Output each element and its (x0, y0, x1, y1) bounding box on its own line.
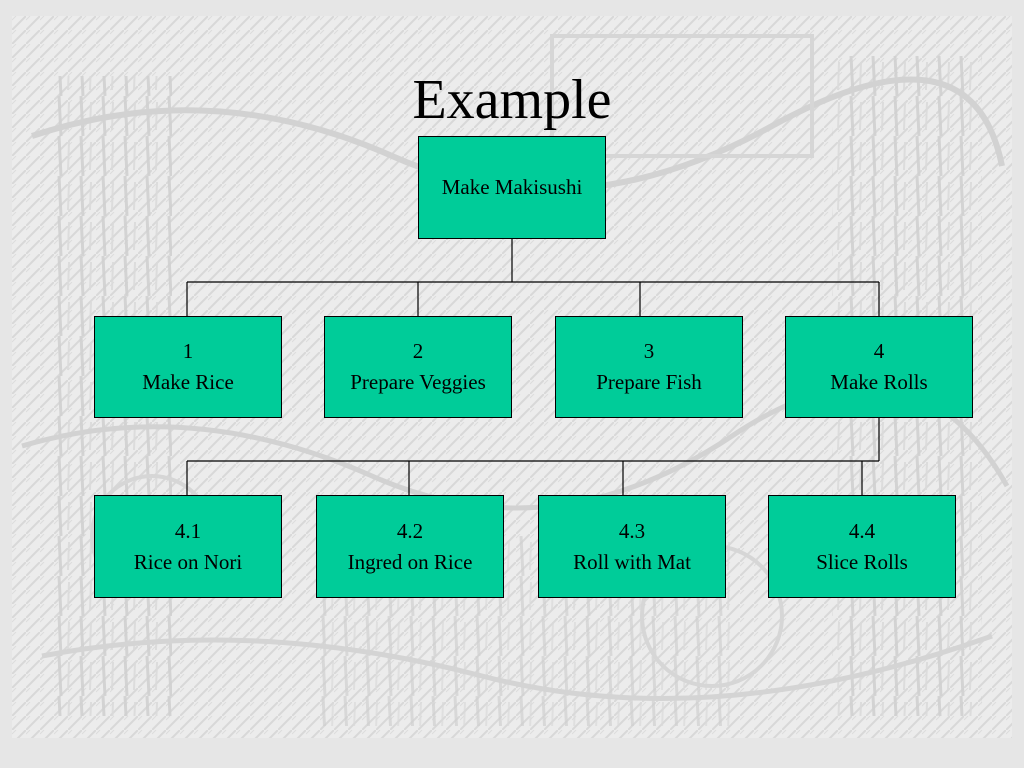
node-label: Ingred on Rice (347, 549, 473, 574)
node-label: Make Rolls (830, 370, 928, 394)
node-number: 4.2 (396, 518, 424, 543)
node-number: 3 (643, 339, 655, 363)
node-1-make-rice: 1 Make Rice (94, 316, 282, 418)
node-label: Make Makisushi (441, 175, 583, 199)
node-label: Make Rice (142, 370, 234, 394)
node-label: Prepare Veggies (350, 370, 486, 394)
node-label: Prepare Fish (596, 370, 702, 394)
node-label: Roll with Mat (573, 549, 691, 574)
node-4-2-ingred-on-rice: 4.2 Ingred on Rice (316, 495, 504, 598)
node-3-prepare-fish: 3 Prepare Fish (555, 316, 743, 418)
node-label: Rice on Nori (133, 549, 243, 574)
node-label: Slice Rolls (816, 549, 908, 574)
node-number: 2 (412, 339, 424, 363)
node-4-3-roll-with-mat: 4.3 Roll with Mat (538, 495, 726, 598)
node-4-make-rolls: 4 Make Rolls (785, 316, 973, 418)
node-2-prepare-veggies: 2 Prepare Veggies (324, 316, 512, 418)
node-number: 4.1 (174, 518, 202, 543)
slide-title: Example (412, 69, 612, 131)
node-number: 1 (182, 339, 194, 363)
node-4-4-slice-rolls: 4.4 Slice Rolls (768, 495, 956, 598)
node-make-makisushi: Make Makisushi (418, 136, 606, 239)
node-number: 4 (873, 339, 885, 363)
node-number: 4.4 (848, 518, 876, 543)
node-number: 4.3 (618, 518, 646, 543)
node-4-1-rice-on-nori: 4.1 Rice on Nori (94, 495, 282, 598)
